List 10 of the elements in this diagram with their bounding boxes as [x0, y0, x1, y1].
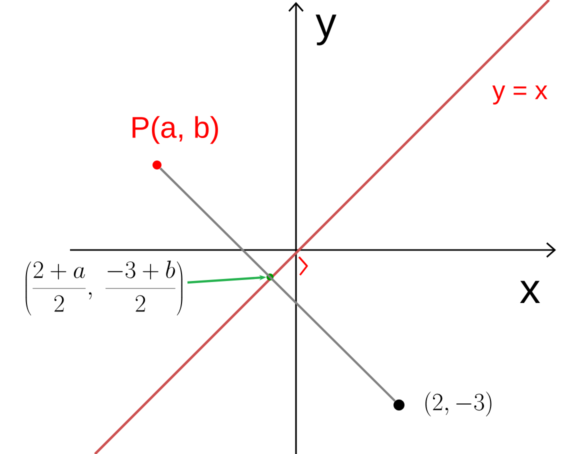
- point-label: P(a, b): [132, 116, 218, 144]
- midpoint-formula: $\left(\frac{2+a}{2},\ \frac{-3+b}{2}\right)$: [26, 260, 182, 316]
- point-dot: [266, 274, 274, 280]
- line-label: y = x: [492, 85, 548, 105]
- axis-label: x: [520, 280, 540, 304]
- point-label: $(2, -3)$: [425, 392, 492, 416]
- segment: [160, 168, 396, 402]
- point-dot: [394, 400, 404, 410]
- axis-label: y: [316, 14, 336, 46]
- point-dot: [152, 160, 162, 170]
